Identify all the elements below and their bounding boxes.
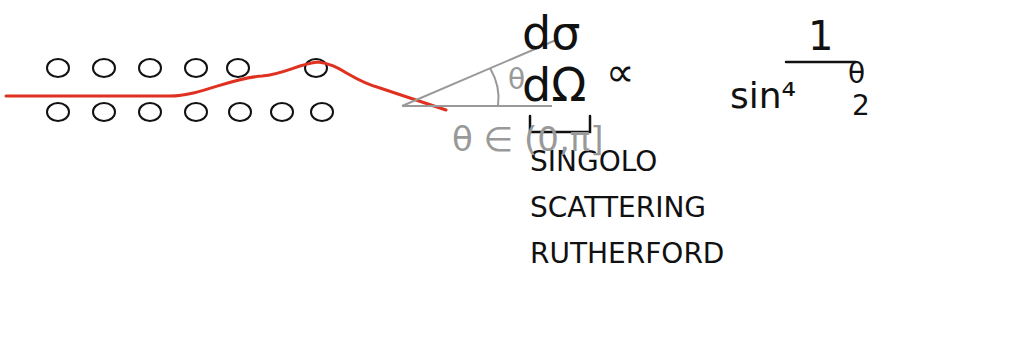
sine-term: sin⁴ xyxy=(730,78,796,114)
cross-section-denominator: dΩ xyxy=(522,62,586,108)
scattering-note: RUTHERFORD xyxy=(530,240,724,268)
scattering-note: SCATTERING xyxy=(530,194,706,222)
particle-path xyxy=(6,62,446,110)
angle-range: θ ∈ (0,π] xyxy=(452,122,603,156)
half-angle-numerator: θ xyxy=(848,60,865,88)
half-angle-denominator: 2 xyxy=(852,92,870,120)
cross-section-numerator: dσ xyxy=(522,10,580,56)
proportional-symbol: ∝ xyxy=(606,52,635,92)
angle-label: θ xyxy=(508,66,525,94)
formula-numerator: 1 xyxy=(808,16,833,56)
